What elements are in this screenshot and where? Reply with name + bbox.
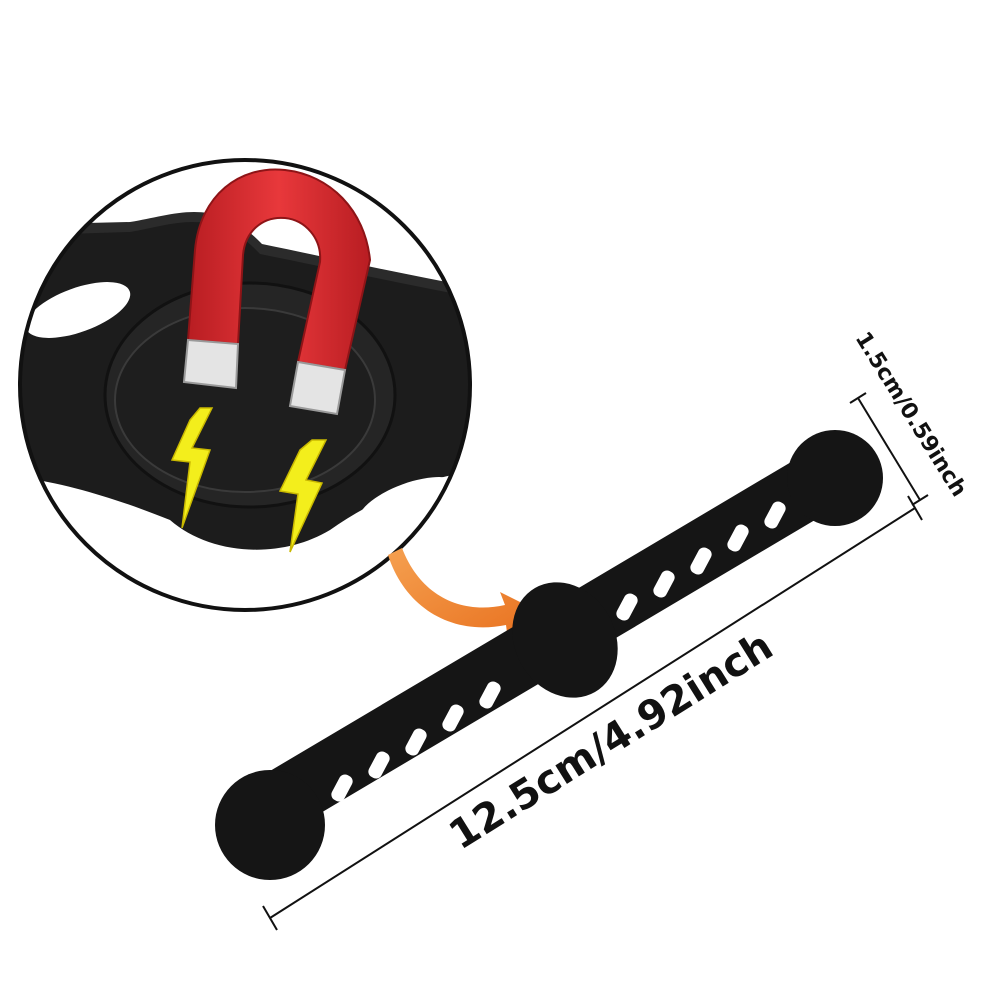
width-dimension-line: [849, 392, 929, 506]
spark-icon: [170, 407, 214, 529]
length-dimension-line: [262, 495, 923, 931]
strap-slots: [331, 501, 786, 802]
zoom-circle-border: [18, 158, 472, 612]
strap-center-disc: [512, 582, 618, 698]
strap-end-left: [215, 770, 325, 880]
arrow-icon: [388, 548, 540, 640]
zoom-detail: [18, 158, 472, 612]
strap: [215, 430, 883, 880]
magnet-icon: [182, 168, 372, 416]
zoom-slot-left: [25, 282, 131, 338]
strap-end-right: [787, 430, 883, 526]
zoom-slot-right: [357, 477, 463, 533]
spark-icon: [278, 439, 328, 553]
